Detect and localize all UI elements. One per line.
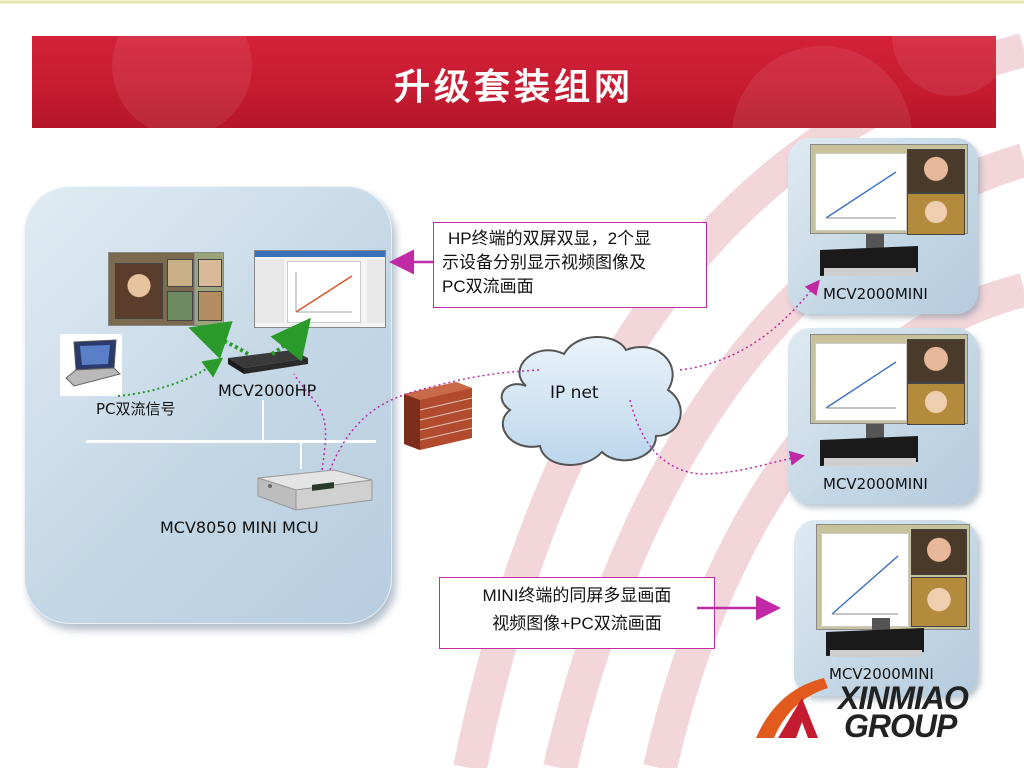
hp-callout: HP终端的双屏双显，2个显 示设备分别显示视频图像及 PC双流画面 — [433, 222, 707, 308]
page-title: 升级套装组网 — [393, 66, 634, 108]
cloud-label: IP net — [550, 383, 599, 403]
logo-line1: XINMIAO — [838, 680, 969, 716]
remote-site-label: MCV2000MINI — [823, 285, 928, 303]
remote-screen — [810, 144, 968, 235]
participant-face — [907, 149, 965, 193]
logo-icon — [756, 678, 828, 738]
company-logo: XINMIAO GROUP — [752, 676, 1012, 760]
terminal-device-icon — [826, 618, 924, 657]
participant-face — [911, 529, 967, 575]
mcu-label: MCV8050 MINI MCU — [160, 518, 319, 537]
logo-line2: GROUP — [844, 708, 957, 744]
laptop-icon — [60, 334, 122, 396]
endpoint-label: MCV2000HP — [218, 381, 317, 400]
remote-site-label: MCV2000MINI — [823, 475, 928, 493]
terminal-device-icon — [820, 234, 918, 276]
mini-callout: MINI终端的同屏多显画面 视频图像+PC双流画面 — [439, 577, 715, 649]
participant-face — [167, 259, 193, 287]
remote-screen — [816, 524, 970, 630]
participant-face — [907, 193, 965, 235]
remote-site-label: MCV2000MINI — [829, 665, 934, 683]
terminal-device-icon — [820, 424, 918, 466]
pc-signal-label: PC双流信号 — [96, 400, 176, 418]
title-band: 升级套装组网 — [32, 36, 996, 128]
participant-face — [167, 291, 193, 321]
firewall-icon — [404, 382, 473, 450]
chart-thumbnail-icon — [295, 272, 353, 313]
mcu-device-icon — [257, 469, 373, 511]
video-monitor — [108, 252, 196, 326]
terminal-device-icon — [228, 350, 308, 374]
remote-screen — [810, 334, 968, 425]
video-monitor-2 — [194, 252, 224, 326]
pc-content-monitor — [254, 250, 386, 328]
participant-face — [907, 339, 965, 383]
participant-face — [115, 263, 163, 319]
participant-face — [907, 383, 965, 425]
lan-bus — [86, 440, 376, 443]
participant-face — [911, 577, 967, 627]
